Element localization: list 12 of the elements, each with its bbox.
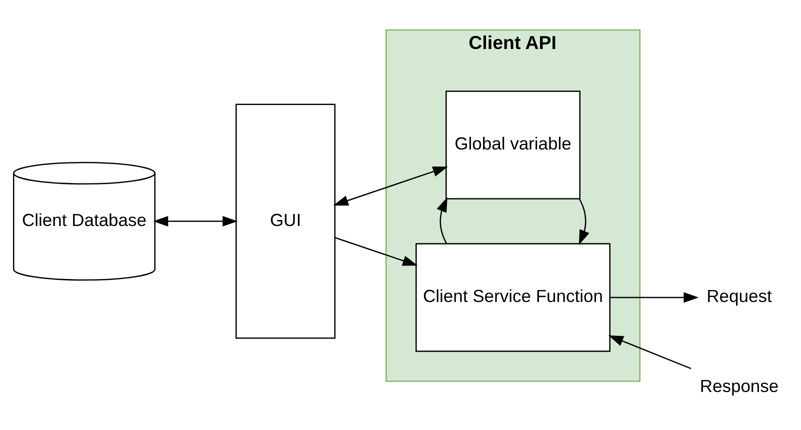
node-text: Request [706,286,772,306]
arrow [153,216,238,226]
arrow [578,198,590,246]
arrow [608,335,692,370]
node-box: GUI [236,104,336,339]
arrow [334,237,418,266]
node-text: Response [700,376,779,396]
arrow [333,166,448,206]
node-box: Client Service Function [416,243,610,352]
arrow [436,197,448,244]
node-box: Global variable [446,90,580,200]
arrow [610,292,699,303]
